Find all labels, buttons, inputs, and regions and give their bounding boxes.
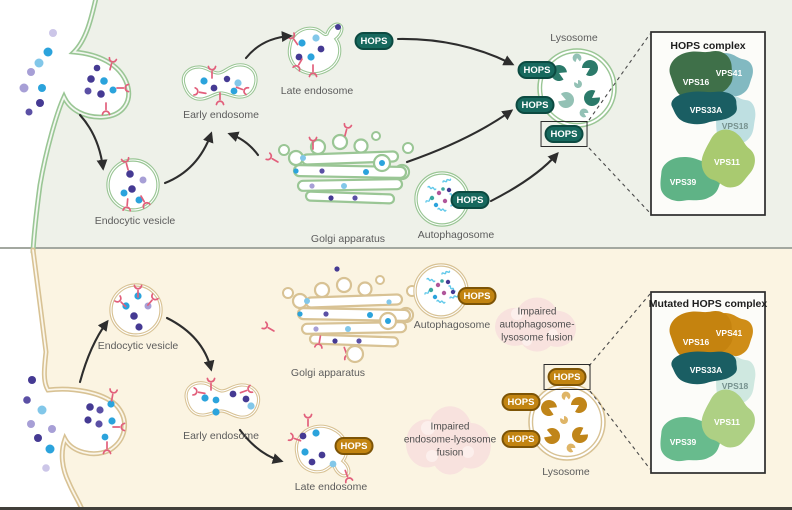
cloud-text-endosome-2: endosome-lysosome: [403, 434, 497, 446]
hops-badge-boxed-top: HOPS: [544, 125, 584, 143]
subunit-vps11-top: VPS11: [714, 157, 740, 167]
subunit-vps33a-top: VPS33A: [689, 105, 723, 115]
hops-badge-autophagosome-bottom: HOPS: [457, 287, 497, 305]
callout-dashes-top: [588, 33, 651, 214]
cloud-text-endosome-1: Impaired: [430, 421, 470, 433]
golgi-apparatus-top: [265, 122, 414, 205]
endocytic-pit-bottom: [84, 388, 126, 455]
endocytic-vesicle-bottom: [109, 283, 163, 337]
mutated-hops-complex-box-title: Mutated HOPS complex: [648, 298, 768, 310]
impaired-autophagosome-fusion-cloud: [495, 297, 576, 352]
label-early-endosome-top: Early endosome: [183, 109, 259, 121]
early-endosome-bottom: [183, 377, 261, 420]
subunit-vps41-top: VPS41: [715, 68, 743, 78]
extracellular-cargo-top: [19, 29, 57, 116]
endocytic-pit-top: [84, 56, 130, 116]
subunit-vps18-bottom: VPS18: [721, 381, 749, 391]
plasma-membrane-top: [30, 0, 131, 255]
late-endosome-top: [287, 22, 344, 78]
label-late-endosome-top: Late endosome: [280, 85, 354, 97]
hops-badge-boxed-bottom: HOPS: [547, 368, 587, 386]
plasma-membrane-bottom: [30, 247, 127, 510]
hops-badge-late-endosome-top: HOPS: [354, 32, 394, 50]
hops-badge-highlight-frame-top: HOPS: [540, 121, 588, 147]
subunit-vps39-bottom: VPS39: [669, 437, 697, 447]
pathway-arrows-top: [78, 31, 559, 203]
figure-bottom-border: [0, 507, 792, 510]
early-endosome-top: [181, 62, 259, 106]
label-lysosome-bottom: Lysosome: [542, 466, 590, 478]
cloud-text-autophagosome-3: lysosome fusion: [501, 332, 573, 344]
mutated-hops-complex-box: [650, 291, 766, 474]
label-lysosome-top: Lysosome: [550, 32, 598, 44]
cloud-text-endosome-3: fusion: [436, 447, 464, 459]
subunit-vps16-top: VPS16: [682, 77, 710, 87]
hops-badge-lysosome-top-2: HOPS: [515, 96, 555, 114]
hops-complex-box: [650, 31, 766, 216]
label-golgi-top: Golgi apparatus: [310, 233, 386, 245]
subunit-vps18-top: VPS18: [721, 121, 749, 131]
endocytic-vesicle-top: [106, 156, 160, 212]
subunit-vps16-bottom: VPS16: [682, 337, 710, 347]
label-endocytic-vesicle-bottom: Endocytic vesicle: [97, 340, 179, 352]
pathway-arrows-bottom: [78, 316, 284, 464]
label-early-endosome-bottom: Early endosome: [183, 430, 259, 442]
lysosome-bottom: [528, 383, 606, 461]
hops-badge-highlight-frame-bottom: HOPS: [543, 364, 591, 390]
extracellular-space-bottom: [0, 250, 125, 510]
late-endosome-bottom: [287, 413, 354, 484]
label-autophagosome-top: Autophagosome: [417, 229, 495, 241]
golgi-apparatus-bottom: [261, 266, 418, 364]
extracellular-space-top: [0, 0, 129, 252]
label-golgi-bottom: Golgi apparatus: [290, 367, 366, 379]
hops-badge-late-endosome-bottom: HOPS: [334, 437, 374, 455]
cloud-text-autophagosome-1: Impaired: [517, 306, 557, 318]
subunit-vps39-top: VPS39: [669, 177, 697, 187]
label-late-endosome-bottom: Late endosome: [294, 481, 368, 493]
hops-badge-lysosome-bottom-1: HOPS: [501, 393, 541, 411]
impaired-endosome-fusion-cloud: [405, 406, 491, 475]
hops-complex-box-title: HOPS complex: [670, 40, 746, 52]
hops-badge-lysosome-bottom-2: HOPS: [501, 430, 541, 448]
label-endocytic-vesicle-top: Endocytic vesicle: [94, 215, 176, 227]
extracellular-cargo-bottom: [23, 376, 56, 472]
label-autophagosome-bottom: Autophagosome: [413, 319, 491, 331]
subunit-vps41-bottom: VPS41: [715, 328, 743, 338]
hops-badge-autophagosome-top: HOPS: [450, 191, 490, 209]
cloud-text-autophagosome-2: autophagosome-: [499, 319, 575, 331]
subunit-vps33a-bottom: VPS33A: [689, 365, 723, 375]
callout-dashes-bottom: [588, 293, 651, 470]
hops-badge-lysosome-top-1: HOPS: [517, 61, 557, 79]
subunit-vps11-bottom: VPS11: [714, 417, 740, 427]
